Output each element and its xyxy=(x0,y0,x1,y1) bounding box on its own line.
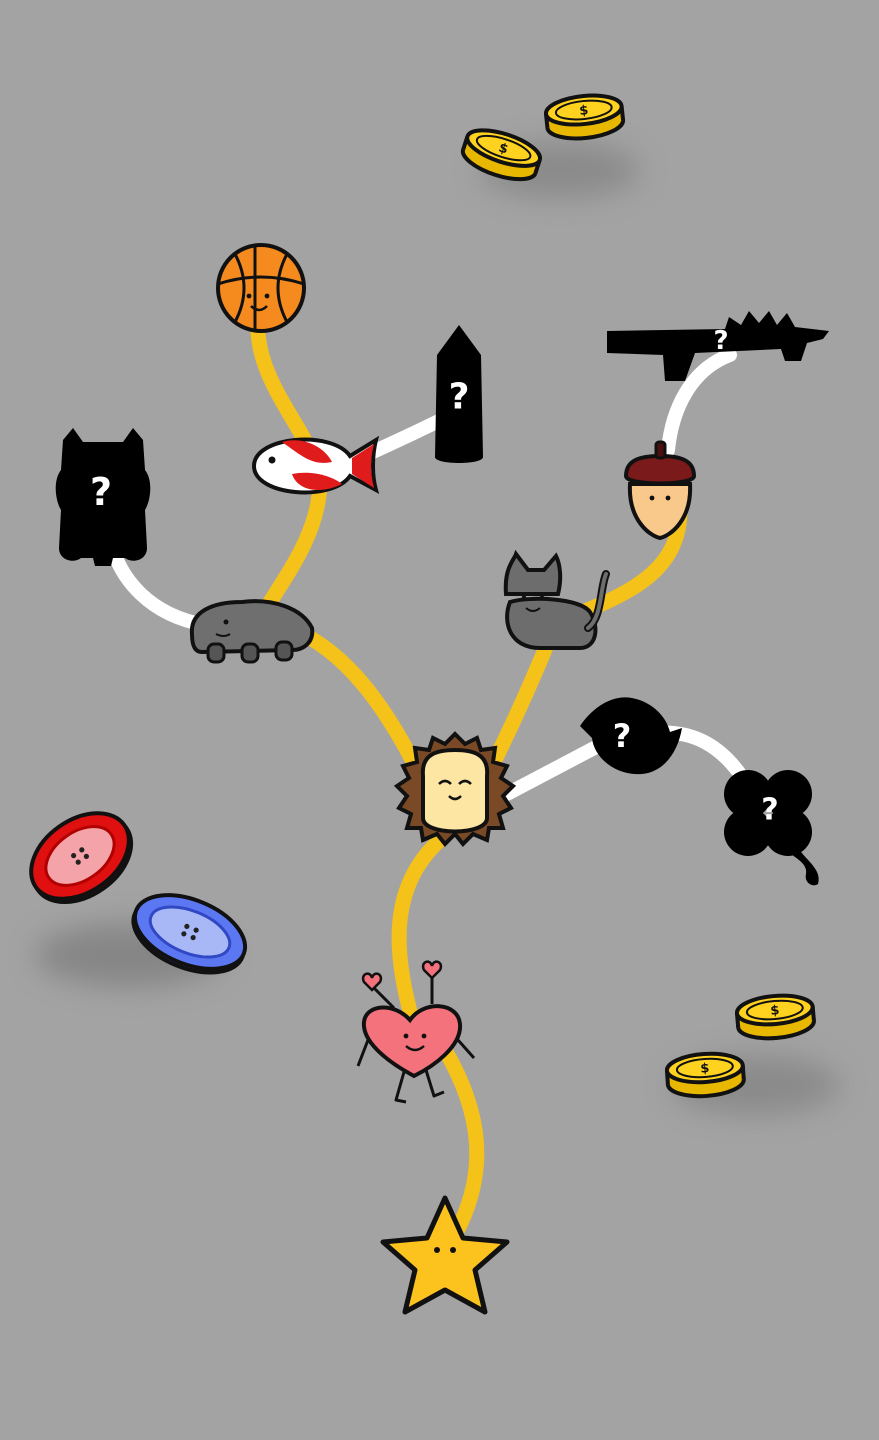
hippo-icon[interactable] xyxy=(189,599,315,664)
star-icon[interactable] xyxy=(380,1195,510,1315)
gold-coin-icon: $ xyxy=(734,993,816,1041)
unknown-marker: ? xyxy=(90,470,112,514)
unknown-marker: ? xyxy=(449,377,470,418)
unknown-marker: ? xyxy=(613,717,632,755)
svg-text:$: $ xyxy=(579,103,590,119)
gold-coin-icon: $ xyxy=(543,93,626,141)
unknown-marker: ? xyxy=(713,326,728,356)
koi-fish-icon[interactable] xyxy=(251,435,380,495)
red-button-icon xyxy=(29,811,134,905)
heart-creature-icon[interactable] xyxy=(356,960,476,1104)
locked-path-hedgehog-bird xyxy=(498,738,607,802)
pencil-silhouette-icon[interactable]: ? xyxy=(435,325,483,463)
clover-silhouette-icon[interactable]: ? xyxy=(724,770,819,886)
cat-icon[interactable] xyxy=(503,549,610,650)
path-hedgehog-heart xyxy=(391,832,448,1038)
decorations: $ $ $ $ xyxy=(29,93,840,1115)
svg-text:$: $ xyxy=(770,1003,780,1019)
path-basketball-koi xyxy=(250,312,318,458)
bird-silhouette-icon[interactable]: ? xyxy=(580,697,682,775)
gold-coin-icon: $ xyxy=(460,128,543,182)
svg-text:$: $ xyxy=(497,141,510,158)
gold-coin-icon: $ xyxy=(664,1051,746,1099)
acorn-icon[interactable] xyxy=(623,440,697,541)
crocodile-silhouette-icon[interactable]: ? xyxy=(607,311,829,381)
locked-path-acorn-crocodile xyxy=(661,348,737,457)
basketball-icon[interactable] xyxy=(216,243,306,333)
blue-button-icon xyxy=(131,893,248,975)
svg-text:$: $ xyxy=(700,1061,710,1077)
hedgehog-icon[interactable] xyxy=(393,731,517,847)
bear-silhouette-icon[interactable]: ? xyxy=(55,428,151,566)
unknown-marker: ? xyxy=(761,793,778,828)
path-koi-hippo xyxy=(257,472,328,618)
path-heart-star xyxy=(437,1042,485,1243)
